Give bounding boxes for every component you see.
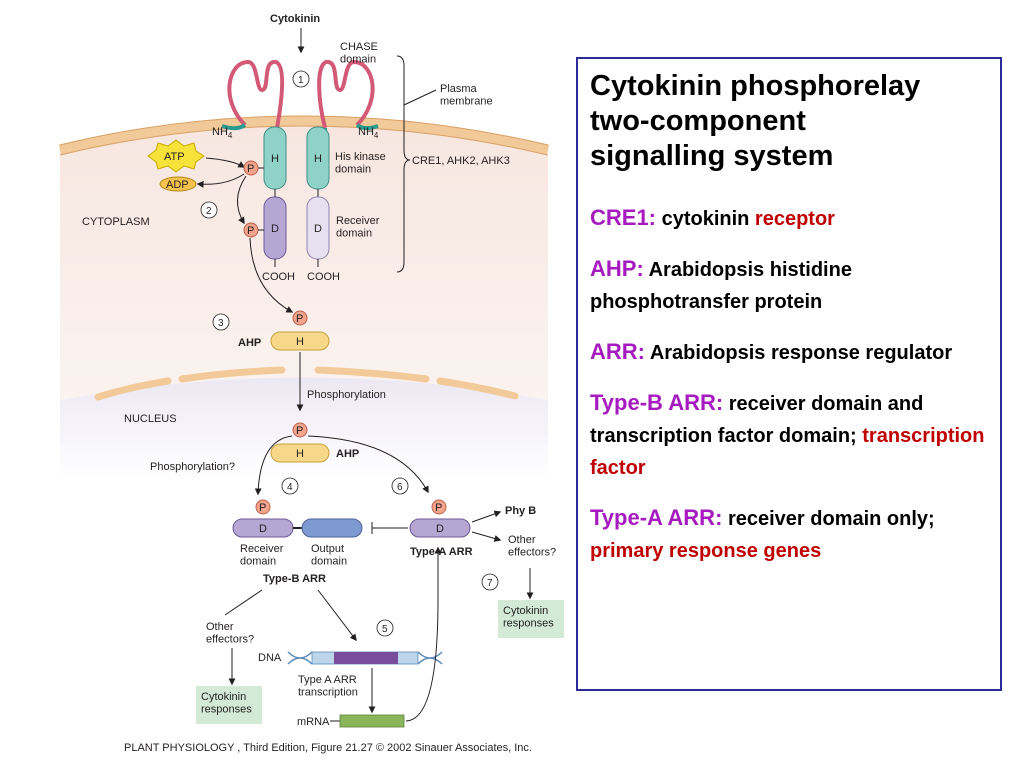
svg-text:ADP: ADP (166, 179, 189, 191)
nucleus-label: NUCLEUS (124, 413, 177, 425)
step-5: 5 (382, 624, 388, 635)
step-4: 4 (287, 482, 293, 493)
mrna-bar (339, 714, 405, 728)
step-1: 1 (298, 75, 304, 86)
svg-text:D: D (259, 523, 267, 535)
entry-ahp: AHP: Arabidopsis histidine phosphotransf… (590, 256, 852, 313)
ahp-label-top: AHP (238, 337, 261, 349)
svg-text:D: D (314, 223, 322, 235)
ahp-phosphate (292, 310, 308, 326)
svg-text:H: H (314, 153, 322, 165)
ahp-nuclear-phosphate (292, 422, 308, 438)
phy-b-label: Phy B (505, 505, 536, 517)
info-title: Cytokinin phosphorelay two-component sig… (590, 70, 921, 172)
ahp-cytoplasm (270, 331, 330, 351)
phosphorylation-label: Phosphorylation (307, 389, 386, 401)
entry-type-b: Type-B ARR: receiver domain and transcri… (590, 390, 985, 479)
nh4-right: NH4 (358, 126, 379, 140)
atp-burst (147, 139, 205, 173)
type-a-gene (334, 652, 398, 664)
nh4-left: NH4 (212, 126, 233, 140)
type-a-label: Type-A ARR (410, 546, 473, 558)
type-b-phosphate (255, 499, 271, 515)
adp-oval (159, 176, 197, 192)
cytokinin-responses-left (196, 686, 262, 724)
receptors-label: CRE1, AHK2, AHK3 (412, 155, 510, 167)
cooh-left: COOH (262, 271, 295, 283)
type-a-phosphate (431, 499, 447, 515)
svg-text:P: P (259, 502, 266, 514)
plasma-membrane (58, 115, 550, 156)
step-2: 2 (206, 206, 212, 217)
type-a-key: Type-A ARR: (590, 505, 723, 530)
ahp-key: AHP: (590, 256, 644, 281)
cytokinin-responses-right (498, 600, 564, 638)
svg-text:D: D (436, 523, 444, 535)
type-b-key: Type-B ARR: (590, 390, 724, 415)
cytoplasm-label: CYTOPLASM (82, 216, 150, 228)
dna-helix (287, 651, 443, 665)
svg-text:P: P (247, 225, 254, 237)
cre1-key: CRE1: (590, 205, 657, 230)
ahp-label-nucleus: AHP (336, 448, 359, 460)
nuclear-envelope (94, 366, 519, 401)
entry-type-a: Type-A ARR: receiver domain only; primar… (590, 505, 935, 562)
svg-text:P: P (247, 163, 254, 175)
arr-key: ARR: (590, 339, 645, 364)
cooh-right: COOH (307, 271, 340, 283)
svg-text:P: P (296, 425, 303, 437)
info-panel: Cytokinin phosphorelay two-component sig… (576, 57, 1002, 691)
dna-label: DNA (258, 652, 282, 664)
type-a-receiver (409, 518, 471, 538)
svg-text:P: P (435, 502, 442, 514)
step-6: 6 (397, 482, 403, 493)
svg-text:H: H (296, 336, 304, 348)
mrna-label: mRNA (297, 716, 330, 728)
step-7: 7 (487, 578, 493, 589)
chase-domain-right (317, 59, 375, 129)
entry-arr: ARR: Arabidopsis response regulator (590, 339, 953, 364)
svg-text:ATP: ATP (164, 151, 185, 163)
step-3: 3 (218, 318, 224, 329)
ahp-nucleus (270, 443, 330, 463)
figure-credit: PLANT PHYSIOLOGY , Third Edition, Figure… (124, 742, 532, 754)
svg-text:H: H (271, 153, 279, 165)
type-b-output (301, 518, 363, 538)
svg-text:D: D (271, 223, 279, 235)
entry-cre1: CRE1: cytokinin receptor (590, 205, 835, 230)
svg-text:P: P (296, 313, 303, 325)
phosphorylation-q-label: Phosphorylation? (150, 461, 235, 473)
chase-domain-left (227, 59, 285, 129)
svg-text:H: H (296, 448, 304, 460)
cytokinin-top-label: Cytokinin (270, 13, 320, 25)
type-b-label: Type-B ARR (263, 573, 326, 585)
